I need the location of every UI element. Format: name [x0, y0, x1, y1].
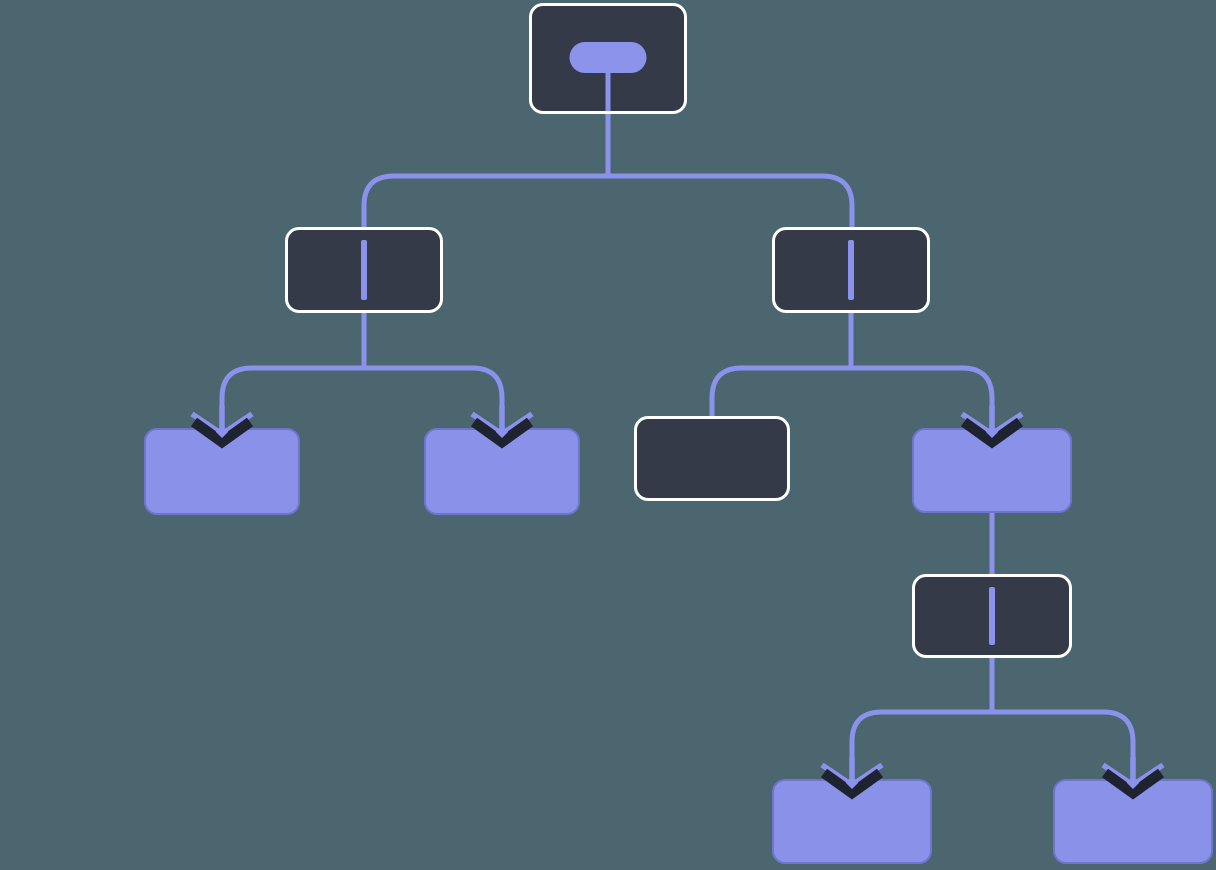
node-divider-line	[848, 240, 854, 300]
edge-junction-right	[709, 365, 995, 421]
node-divider-line	[361, 240, 367, 300]
arrow-down-icon	[470, 406, 534, 449]
node-leaf-4[interactable]	[772, 757, 932, 864]
edge-junction-left	[219, 365, 505, 412]
node-branch-right[interactable]	[772, 227, 930, 313]
edge-junction-top	[361, 173, 855, 232]
node-task-dark[interactable]	[634, 416, 790, 501]
arrow-down-icon	[1101, 757, 1165, 800]
arrow-down-icon	[960, 406, 1024, 449]
node-root[interactable]	[529, 3, 687, 114]
arrow-down-icon	[190, 406, 254, 449]
node-branch-bottom[interactable]	[912, 574, 1072, 658]
node-leaf-2[interactable]	[424, 406, 580, 515]
edge-junction-bottom	[849, 709, 1136, 763]
node-leaf-3[interactable]	[912, 406, 1072, 513]
node-leaf-5[interactable]	[1053, 757, 1213, 864]
node-leaf-1[interactable]	[144, 406, 300, 515]
root-pill	[569, 42, 647, 73]
node-divider-line	[989, 587, 995, 645]
arrow-down-icon	[820, 757, 884, 800]
node-branch-left[interactable]	[285, 227, 443, 313]
root-pill-stem	[605, 70, 611, 111]
